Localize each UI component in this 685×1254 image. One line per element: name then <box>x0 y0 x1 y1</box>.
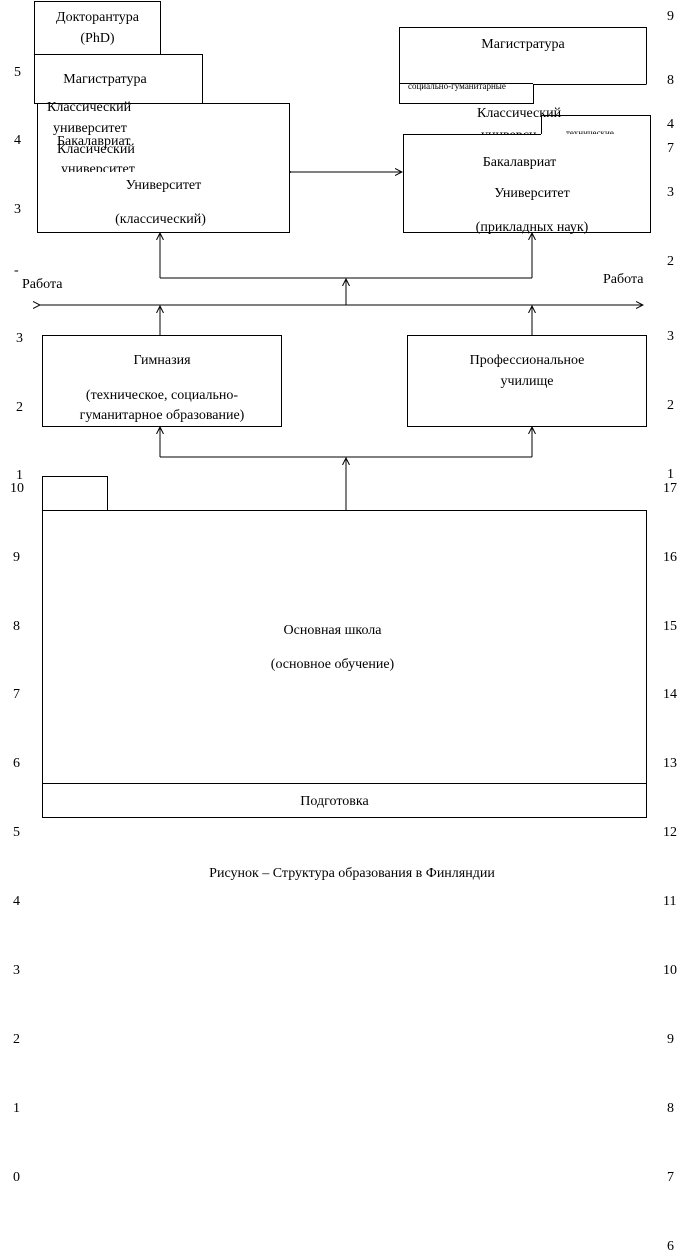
scale-right-number: 10 <box>663 963 677 978</box>
scale-right-number: 2 <box>667 254 674 269</box>
scale-left-number: 7 <box>13 687 20 702</box>
classical-university-label: Класический <box>57 142 135 157</box>
masters-label-right: Магистратура <box>481 37 565 52</box>
university-label-left: Университет <box>125 178 202 193</box>
scale-left-number: 2 <box>16 400 23 415</box>
scale-left-number: 4 <box>14 133 21 148</box>
doctorate-box <box>34 1 161 55</box>
scale-right-number: 14 <box>663 687 677 702</box>
work-label-left: Работа <box>22 277 63 292</box>
scale-right-number: 7 <box>667 141 674 156</box>
scale-left-number: 9 <box>13 550 20 565</box>
scale-right-number: 15 <box>663 619 677 634</box>
preparation-box <box>42 783 647 818</box>
scale-left-number: 1 <box>16 468 23 483</box>
scale-right-number: 4 <box>667 117 674 132</box>
scale-left-number: 3 <box>16 331 23 346</box>
scale-right-number: 1 <box>667 467 674 482</box>
scale-left-number: 5 <box>14 65 21 80</box>
vocational-school-title: Профессиональное <box>469 353 585 368</box>
masters-box-step <box>399 84 647 104</box>
scale-left-number: 3 <box>14 202 21 217</box>
technical-label: технические <box>566 128 614 138</box>
basic-school-title: Основная школа <box>283 623 382 638</box>
scale-left-number: 6 <box>13 756 20 771</box>
masters-box-left <box>34 54 203 104</box>
classical-university-clip: университет <box>57 163 167 172</box>
scale-right-number: 17 <box>663 481 677 496</box>
gymnasium-desc: (техническое, социально- <box>85 388 239 403</box>
work-label-right: Работа <box>603 272 644 287</box>
vocational-school-box <box>407 335 647 427</box>
classical-university-label: университет <box>53 121 127 136</box>
classical-university-label: университет <box>61 163 135 172</box>
scale-right-number: 13 <box>663 756 677 771</box>
scale-right-number: 8 <box>667 73 674 88</box>
scale-left-number: 2 <box>13 1032 20 1047</box>
university-classical-box <box>37 103 290 233</box>
basic-school-subtitle: (основное обучение) <box>270 657 395 672</box>
university-label-right: Университет <box>494 186 570 201</box>
scale-right-number: 16 <box>663 550 677 565</box>
scale-left-number: 5 <box>13 825 20 840</box>
bachelor-label-right: Бакалавриат <box>482 155 557 170</box>
preparation-label: Подготовка <box>300 794 369 809</box>
scale-right-number: 3 <box>667 329 674 344</box>
classical-label-right: Классический <box>477 106 562 121</box>
university-applied-box <box>403 134 651 233</box>
scale-left-number: 4 <box>13 894 20 909</box>
gymnasium-box <box>42 335 282 427</box>
scale-left-number: - <box>14 263 19 278</box>
figure-caption: Рисунок – Структура образования в Финлян… <box>209 866 495 881</box>
gymnasium-title: Гимназия <box>133 353 191 368</box>
gymnasium-desc: гуманитарное образование) <box>79 408 245 423</box>
scale-right-number: 9 <box>667 9 674 24</box>
scale-right-number: 3 <box>667 185 674 200</box>
scale-left-number: 3 <box>13 963 20 978</box>
tab-box <box>42 476 108 511</box>
university-type-left: (классический) <box>115 212 206 227</box>
scale-right-number: 2 <box>667 398 674 413</box>
vocational-school-title: училище <box>500 374 554 389</box>
scale-left-number: 0 <box>13 1170 20 1185</box>
scale-left-number: 1 <box>13 1101 20 1116</box>
scale-right-number: 7 <box>667 1170 674 1185</box>
masters-box-right <box>399 27 647 84</box>
scale-right-number: 6 <box>667 1239 674 1254</box>
scale-left-number: 8 <box>13 619 20 634</box>
doctorate-degree: (PhD) <box>80 31 115 46</box>
scale-left-number: 10 <box>10 481 24 496</box>
technical-box <box>541 115 651 135</box>
classical-university-label: Классический <box>47 100 132 115</box>
humanities-label: социально-гуманитарные <box>408 81 506 91</box>
doctorate-label: Докторантура <box>56 10 139 25</box>
applied-box-top-edge <box>403 134 541 135</box>
bachelor-label-left: Бакалавриат <box>57 134 131 149</box>
scale-right-number: 8 <box>667 1101 674 1116</box>
scale-right-number: 11 <box>663 894 677 909</box>
scale-right-number: 12 <box>663 825 677 840</box>
scale-right-number: 9 <box>667 1032 674 1047</box>
masters-box-cutout <box>533 83 646 104</box>
masters-label-left: Магистратура <box>63 72 147 87</box>
university-type-right: (прикладных наук) <box>475 220 589 235</box>
basic-school-box <box>42 510 647 784</box>
